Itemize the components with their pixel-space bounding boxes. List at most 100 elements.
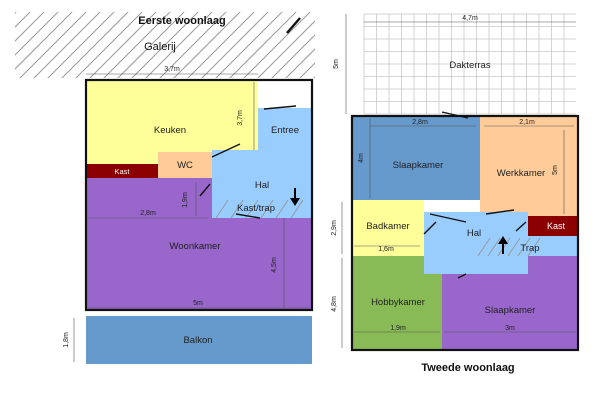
wc-room [158, 152, 212, 178]
galerij-hatch-line [215, 12, 283, 78]
kast-room [86, 164, 158, 178]
galerij-hatch-line [243, 12, 311, 78]
trap-hatch-line [527, 237, 541, 257]
trap-hatch-line [477, 237, 491, 257]
trap-hatch-line [487, 237, 501, 257]
galerij-hatch-line [285, 48, 315, 78]
dakterras-door [441, 111, 469, 119]
galerij-hatch-line [257, 20, 315, 78]
trap-hatch [477, 237, 541, 257]
werkkamer-room [480, 116, 578, 216]
galerij-hatch-line [117, 12, 185, 78]
werkkamer-door [485, 209, 515, 215]
trap-hatch-line [517, 237, 531, 257]
dim-badkamer-height: 2,9m [331, 220, 338, 236]
slaapkamer-room [352, 116, 480, 200]
dim-slaapkamer2-width: 3m [505, 325, 515, 332]
hal-door [211, 143, 241, 158]
slaapkamer2-door [457, 273, 467, 279]
galerij-hatch-line [15, 12, 59, 56]
galerij-hatch-line [187, 12, 255, 78]
hal-label: Hal [255, 180, 269, 191]
floor2-group: 4,7m 5m Dakterras Slaapkamer Werkkamer B… [331, 13, 580, 374]
galerij-hatch-line [313, 76, 315, 78]
galerij-hatch-line [47, 12, 115, 78]
kast-trap-hatch-line [215, 199, 229, 219]
galerij-label: Galerij [144, 41, 176, 53]
entree-label: Entree [271, 125, 299, 136]
kast2-label: Kast [547, 221, 566, 231]
galerij-hatch-line [0, 10, 4, 80]
slaapkamer2-label: Slaapkamer [485, 305, 536, 316]
badkamer-door [423, 221, 437, 235]
dim-dakterras-height: 5m [333, 59, 340, 69]
galerij-hatch-line [271, 34, 315, 78]
kast-trap-hatch-line [260, 199, 274, 219]
kast-door [515, 221, 527, 232]
dim-hobby-height: 4,8m [331, 296, 338, 312]
dakterras-label: Dakterras [449, 60, 490, 71]
kast-trap-hatch-line [230, 199, 244, 219]
dim-slaapkamer-height: 4m [358, 153, 365, 163]
slaapkamer-door [429, 213, 467, 223]
dim-total-width: 5m [193, 300, 203, 307]
entree-room [258, 108, 312, 152]
hobbykamer-label: Hobbykamer [371, 297, 425, 308]
badkamer-room [352, 200, 424, 256]
balkon-label: Balkon [183, 335, 212, 346]
dim-woonkamer-height: 4,5m [271, 257, 278, 273]
galerij-hatch-line [89, 12, 157, 78]
galerij-hatch-line [159, 12, 227, 78]
wc-label: WC [177, 160, 193, 171]
galerij-hatch-line [299, 62, 315, 78]
dim-woonkamer-inner: 2,8m [140, 210, 156, 217]
entree-door [263, 105, 297, 110]
badkamer-label: Badkamer [366, 221, 409, 232]
galerij-hatch-line [103, 12, 171, 78]
kast-label: Kast [114, 167, 130, 176]
galerij-hatch-line [145, 12, 213, 78]
balkon-room [86, 316, 312, 364]
kast-trap-hatch-line [290, 199, 304, 219]
floor2-title: Tweede woonlaag [421, 362, 514, 374]
galerij-hatch-line [19, 12, 87, 78]
galerij-hatch-line [33, 12, 101, 78]
trap-up-arrow-icon [498, 236, 508, 244]
galerij-hatch-line [15, 12, 45, 42]
kast-trap-label: Kast/trap [237, 203, 275, 214]
hal-room-connector [212, 150, 258, 154]
galerij-hatch-line [15, 12, 73, 70]
galerij-hatch-line [229, 12, 297, 78]
trap-hatch-line [507, 237, 521, 257]
galerij-wall-mark [286, 17, 301, 34]
dim-werkkamer-height: 5m [552, 165, 559, 175]
floor1-outer-wall [84, 78, 314, 312]
dakterras-grid [363, 13, 576, 115]
trap-label: Trap [520, 243, 539, 254]
galerij-hatch-line [173, 12, 241, 78]
dim-dakterras-width: 4,7m [462, 15, 478, 22]
galerij-hatch-line [61, 12, 129, 78]
slaapkamer-label: Slaapkamer [393, 160, 444, 171]
kast-trap-hatch [215, 199, 304, 219]
kast-trap-hatch-line [275, 199, 289, 219]
floor2-outer-wall [350, 114, 580, 352]
galerij-hatch-line [15, 12, 17, 14]
kast-trap-hatch-line [245, 199, 259, 219]
kast2-room [528, 216, 578, 236]
keuken-label: Keuken [154, 125, 186, 136]
dim-werkkamer-width: 2,1m [519, 119, 535, 126]
woonkamer-door [235, 213, 261, 219]
dim-width-top: 3,7m [164, 66, 180, 73]
dim-hal-height: 1,9m [182, 192, 189, 208]
galerij-hatch-line [15, 12, 31, 28]
dim-hobby-width: 1,9m [390, 325, 406, 332]
hal2-label: Hal [467, 228, 481, 239]
wc-door [199, 183, 211, 197]
floor1-title: Eerste woonlaag [138, 15, 225, 27]
dim-slaapkamer-width: 2,8m [412, 119, 428, 126]
woonkamer-label: Woonkamer [169, 241, 220, 252]
dim-badkamer-width: 1,6m [378, 246, 394, 253]
galerij-hatch-line [201, 12, 269, 78]
